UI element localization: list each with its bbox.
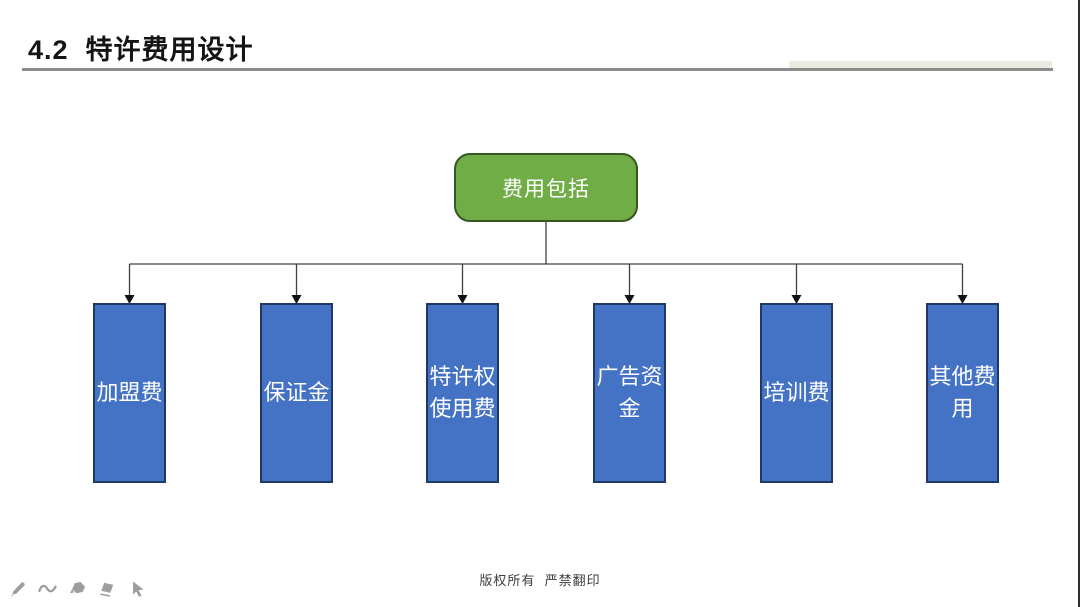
diagram-root-node: 费用包括	[454, 153, 638, 222]
diagram-node-training-fee: 培训费	[760, 303, 833, 483]
title-underline	[22, 68, 1053, 71]
pen-icon[interactable]	[8, 579, 27, 599]
eraser-icon[interactable]	[98, 579, 117, 599]
diagram-node-other-fees: 其他费用	[926, 303, 999, 483]
node-label: 培训费	[763, 380, 830, 406]
copyright-notice: 版权所有 严禁翻印	[479, 573, 601, 588]
page-title: 4.2 特许费用设计	[28, 35, 254, 65]
cursor-icon[interactable]	[128, 579, 147, 599]
diagram-node-franchise-fee: 加盟费	[93, 303, 166, 483]
diagram-node-royalty-fee: 特许权使用费	[426, 303, 499, 483]
annotation-toolbar	[8, 579, 147, 599]
node-label: 加盟费	[96, 380, 163, 406]
title-accent-band	[789, 61, 1052, 68]
marker-icon[interactable]	[68, 579, 87, 599]
node-label: 其他费用	[929, 364, 996, 421]
node-label: 广告资金	[596, 364, 663, 421]
root-node-label: 费用包括	[502, 177, 590, 201]
slide-right-border	[1078, 0, 1080, 607]
diagram-node-advertising-fund: 广告资金	[593, 303, 666, 483]
diagram-node-deposit: 保证金	[260, 303, 333, 483]
node-label: 特许权使用费	[429, 364, 496, 421]
node-label: 保证金	[263, 380, 330, 406]
curve-icon[interactable]	[38, 579, 57, 599]
